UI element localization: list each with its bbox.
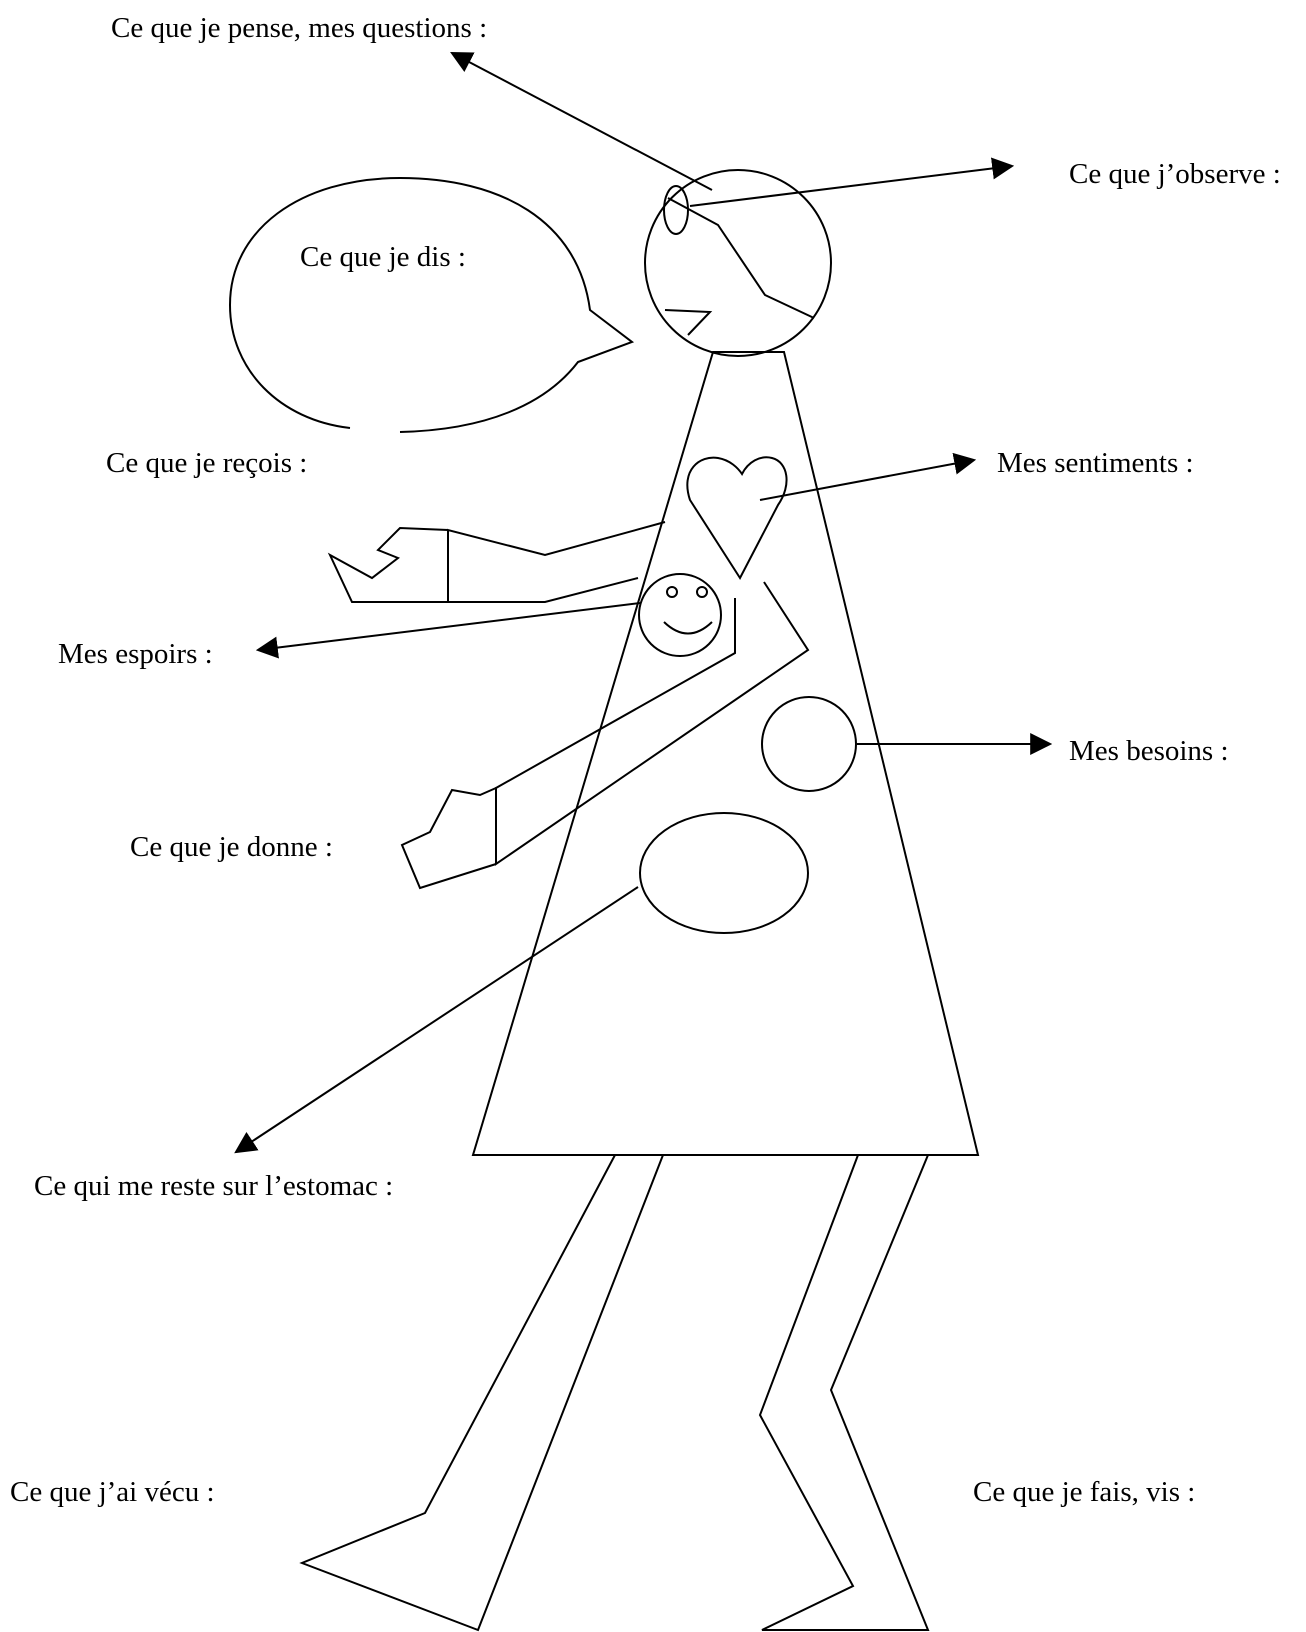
receiving-hand: [327, 526, 449, 603]
giving-hand: [400, 787, 497, 890]
thoughts-label: Ce que je pense, mes questions :: [111, 12, 488, 44]
needs-label: Mes besoins :: [1069, 735, 1229, 767]
receive-label: Ce que je reçois :: [106, 447, 308, 479]
give-label: Ce que je donne :: [130, 831, 333, 863]
mouth-line: [664, 309, 713, 336]
giving-arm: [495, 581, 810, 866]
smiley-icon: [638, 573, 722, 657]
heart-icon: [686, 456, 788, 580]
left-leg: [299, 1154, 664, 1632]
feelings-arrow: [759, 452, 977, 501]
receiving-arm: [447, 521, 666, 603]
doing-label: Ce que je fais, vis :: [973, 1476, 1196, 1508]
stomach-ellipse: [639, 812, 809, 934]
right-leg: [758, 1154, 930, 1631]
stomach-arrow: [234, 886, 639, 1154]
thoughts-arrow: [450, 51, 713, 191]
eye-icon: [663, 185, 689, 235]
body-triangle: [471, 351, 980, 1156]
speech-bubble: [228, 176, 635, 433]
feelings-label: Mes sentiments :: [997, 447, 1194, 479]
lived-label: Ce que j’ai vécu :: [10, 1476, 215, 1508]
observe-label: Ce que j’observe :: [1069, 158, 1281, 190]
head-circle: [644, 169, 832, 357]
hopes-label: Mes espoirs :: [58, 638, 213, 670]
say-label: Ce que je dis :: [300, 241, 466, 273]
hopes-arrow: [255, 602, 641, 659]
observe-arrow: [689, 157, 1015, 207]
stomach-label: Ce qui me reste sur l’estomac :: [34, 1170, 394, 1202]
nose-line: [667, 197, 815, 319]
needs-circle: [761, 696, 857, 792]
